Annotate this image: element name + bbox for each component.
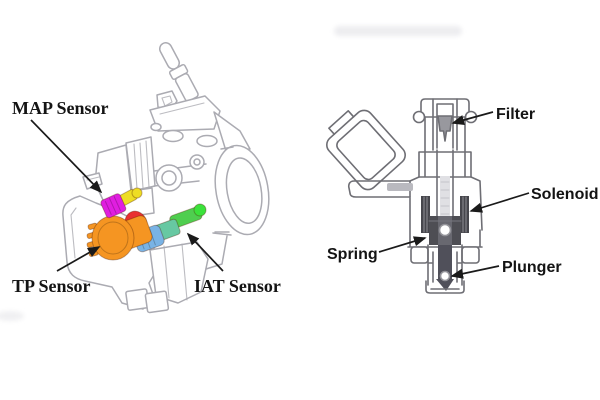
ledge-shading: [387, 183, 413, 191]
throttle-cable-tube: [158, 42, 199, 102]
injector-cap: [420, 98, 470, 118]
throttle-bore: [214, 144, 270, 236]
plunger-label: Plunger: [502, 259, 562, 276]
background-smudge: [334, 26, 462, 36]
throttle-body-diagram: MAP Sensor TP Sensor IAT Sensor: [12, 42, 281, 314]
throttle-body-line-art: [62, 42, 270, 314]
iat-sensor-tip: [193, 203, 207, 217]
sensor-cluster: [86, 187, 207, 261]
iat-sensor-label: IAT Sensor: [194, 276, 281, 296]
tp-sensor-body: [86, 215, 153, 261]
tp-sensor: [86, 210, 153, 261]
iat-leader-line: [186, 232, 224, 272]
injector-diagram: Filter Solenoid Spring Plunger: [0, 26, 599, 321]
plunger-leader-line: [450, 265, 500, 279]
spring-label: Spring: [327, 246, 378, 263]
map-sensor-connector-tip: [131, 187, 143, 199]
solenoid-leader-line: [469, 192, 530, 213]
solenoid-windings: [421, 196, 469, 233]
plunger-rod: [436, 245, 454, 291]
tp-leader-line: [56, 246, 101, 272]
o-ring-left: [412, 110, 426, 124]
map-sensor-label: MAP Sensor: [12, 98, 109, 118]
map-sensor: [100, 187, 143, 219]
filter-element: [437, 115, 453, 142]
filter-leader-line: [451, 111, 494, 125]
filter-label: Filter: [496, 106, 535, 123]
solenoid-label: Solenoid: [531, 186, 599, 203]
injector-line-art: [326, 98, 483, 294]
background-smudge-left: [0, 311, 24, 321]
injector-connector: [326, 109, 406, 191]
map-leader-line: [30, 119, 103, 194]
tp-sensor-label: TP Sensor: [12, 276, 91, 296]
map-sensor-body: [100, 193, 127, 219]
spring-leader-line: [378, 236, 427, 253]
